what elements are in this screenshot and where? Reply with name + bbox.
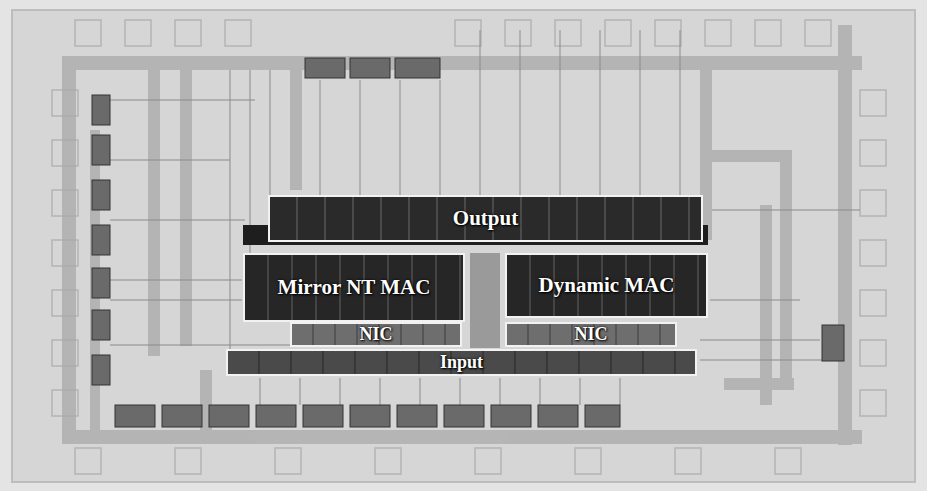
layout-block: Input [226, 349, 697, 376]
block-label: NIC [353, 325, 398, 345]
layout-block: NIC [505, 322, 677, 347]
layout-block: Output [268, 195, 703, 242]
layout-block: Dynamic MAC [505, 253, 708, 318]
layout-block: NIC [290, 322, 462, 347]
block-label: NIC [568, 325, 613, 345]
block-label: Output [447, 207, 524, 230]
block-label: Dynamic MAC [533, 274, 681, 297]
block-label: Mirror NT MAC [272, 276, 437, 299]
layout-block: Mirror NT MAC [243, 253, 465, 322]
block-label: Input [434, 353, 489, 373]
